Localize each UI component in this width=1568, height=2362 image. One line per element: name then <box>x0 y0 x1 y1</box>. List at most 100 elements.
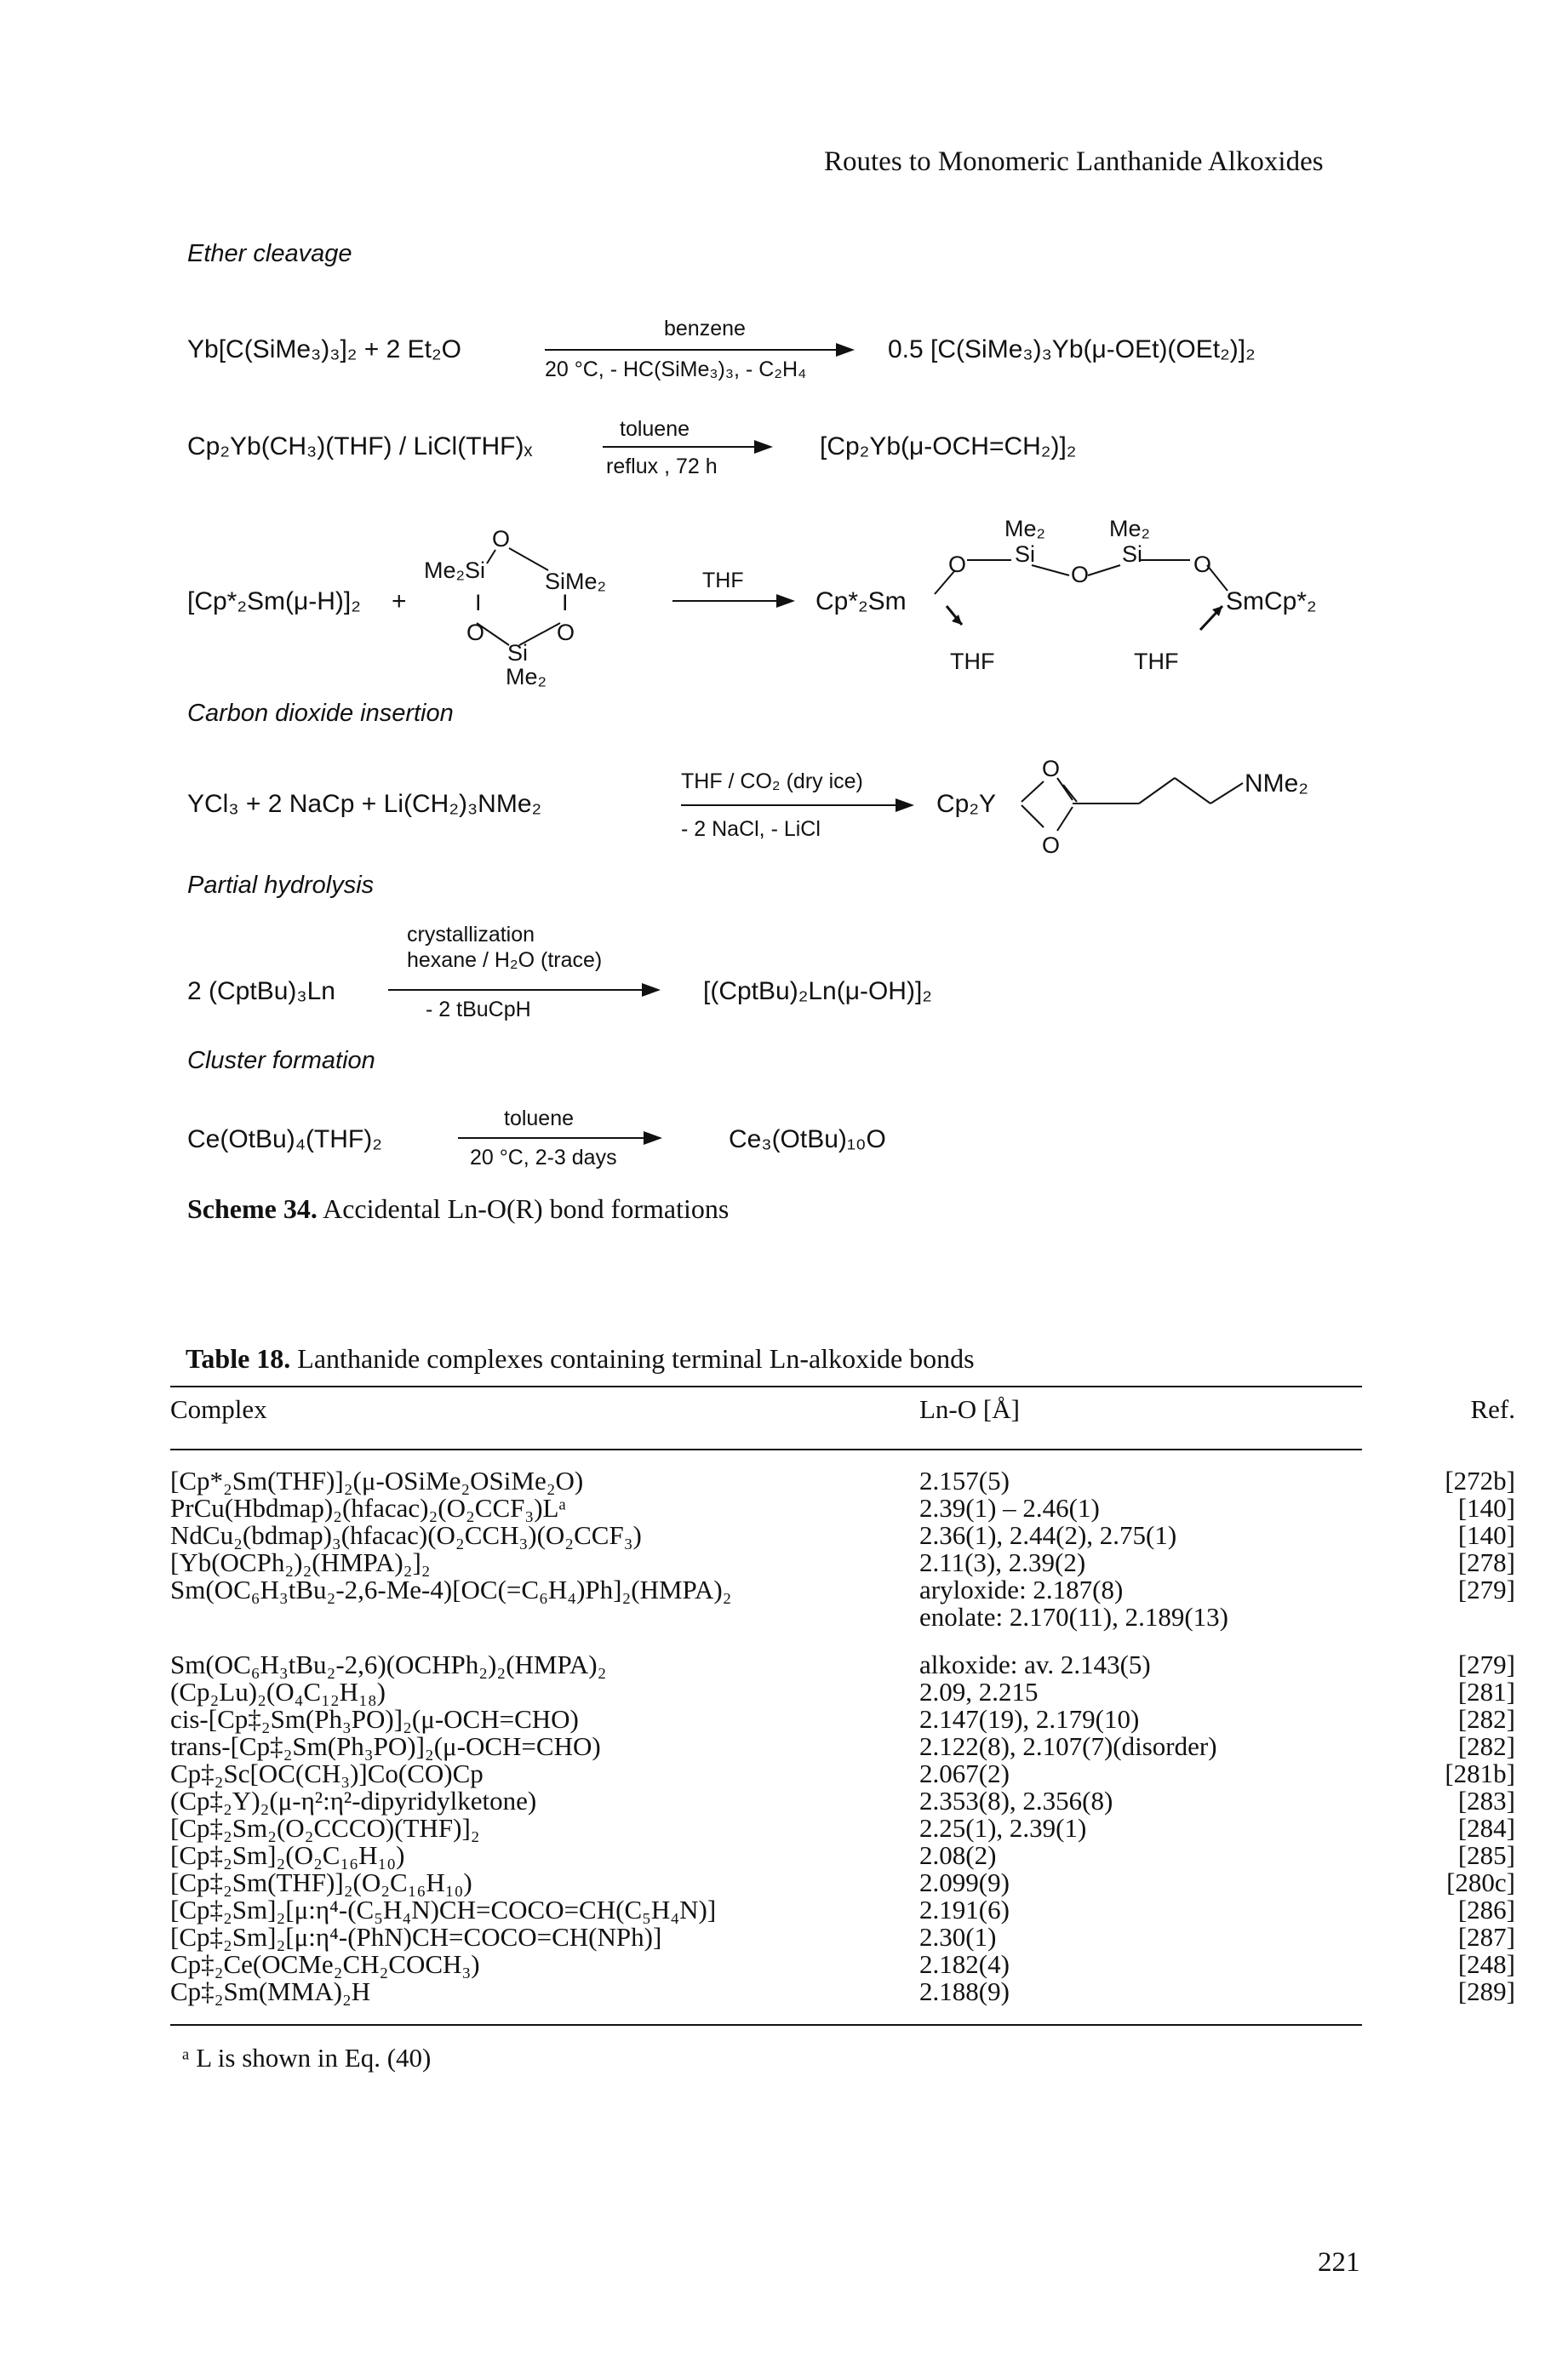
complex-cell: trans-[Cp‡₂Sm(Ph₃PO)]₂(μ-OCH=CHO) <box>170 1731 601 1761</box>
table-footnote: ᵃ L is shown in Eq. (40) <box>182 2043 432 2073</box>
section-ether-cleavage: Ether cleavage <box>187 240 352 267</box>
ref-cell: [286] <box>1457 1895 1515 1924</box>
r4-nme2: NMe₂ <box>1245 769 1308 798</box>
ref-cell: [284] <box>1457 1813 1515 1843</box>
ln-o-cell: 2.11(3), 2.39(2) <box>919 1547 1086 1577</box>
ln-o-cell: 2.08(2) <box>919 1840 997 1870</box>
ring-o-right: O <box>557 620 575 645</box>
r2-condition-below: reflux , 72 h <box>606 455 718 478</box>
product-si-b: Si <box>1122 541 1143 567</box>
table-header-row: Complex Ln-O [Å] Ref. <box>170 1396 1515 1447</box>
table-row: Cp‡₂Ce(OCMe₂CH₂COCH₃)2.182(4)[248] <box>170 1951 1515 1978</box>
table-caption-text: Lanthanide complexes containing terminal… <box>297 1343 975 1374</box>
table-row: [Cp*₂Sm(THF)]₂(μ-OSiMe₂OSiMe₂O)2.157(5)[… <box>170 1467 1515 1495</box>
r4-bonds <box>1021 777 1244 832</box>
ln-o-cell: 2.353(8), 2.356(8) <box>919 1786 1113 1816</box>
r4-o-top: O <box>1042 756 1061 781</box>
ref-cell: [283] <box>1457 1786 1515 1816</box>
table-row: Sm(OC₆H₃tBu₂-2,6-Me-4)[OC(=C₆H₄)Ph]₂(HMP… <box>170 1576 1515 1604</box>
product-o-b: O <box>1071 562 1090 587</box>
r3-plus: + <box>392 587 407 615</box>
ref-cell: [282] <box>1457 1704 1515 1734</box>
ln-o-cell: 2.39(1) – 2.46(1) <box>919 1493 1100 1523</box>
r4-cp2y: Cp₂Y <box>936 790 997 818</box>
r1-product: 0.5 [C(SiMe₃)₃Yb(μ-OEt)(OEt₂)]₂ <box>888 335 1256 363</box>
table-caption: Table 18. Lanthanide complexes containin… <box>186 1343 975 1375</box>
ln-o-cell: 2.147(19), 2.179(10) <box>919 1704 1140 1734</box>
product-o-c: O <box>1193 552 1212 577</box>
complex-cell: [Cp‡₂Sm]₂[μ:η⁴-(C₅H₄N)CH=COCO=CH(C₅H₄N)] <box>170 1895 717 1924</box>
table-top-rule <box>170 1386 1362 1387</box>
ref-cell: [140] <box>1457 1493 1515 1523</box>
complex-cell: Sm(OC₆H₃tBu₂-2,6)(OCHPh₂)₂(HMPA)₂ <box>170 1650 607 1679</box>
ring-sime2: SiMe₂ <box>545 569 606 594</box>
ref-cell: [280c] <box>1446 1867 1515 1897</box>
r2-arrow <box>603 440 773 454</box>
table-row: enolate: 2.170(11), 2.189(13) <box>170 1604 1515 1631</box>
r3-condition-above: THF <box>702 569 744 592</box>
r5-condition-above-2: hexane / H₂O (trace) <box>407 948 603 972</box>
section-co2-insertion: Carbon dioxide insertion <box>187 700 454 727</box>
r1-condition-below: 20 °C, - HC(SiMe₃)₃, - C₂H₄ <box>545 357 807 381</box>
ring-si-bottom: Si <box>507 640 529 666</box>
ref-cell: [272b] <box>1445 1466 1515 1496</box>
ref-cell: [279] <box>1457 1650 1515 1679</box>
product-si-a: Si <box>1015 541 1036 567</box>
complex-cell: PrCu(Hbdmap)₂(hfacac)₂(O₂CCF₃)Lᵃ <box>170 1493 566 1523</box>
r4-condition-above: THF / CO₂ (dry ice) <box>681 769 863 793</box>
ln-o-cell: aryloxide: 2.187(8) <box>919 1575 1124 1604</box>
header-ref: Ref. <box>1470 1394 1515 1424</box>
ln-o-cell: 2.25(1), 2.39(1) <box>919 1813 1087 1843</box>
r6-reactants: Ce(OtBu)₄(THF)₂ <box>187 1125 382 1153</box>
r2-product: [Cp₂Yb(μ-OCH=CH₂)]₂ <box>820 432 1077 460</box>
table-row: cis-[Cp‡₂Sm(Ph₃PO)]₂(μ-OCH=CHO) 2.147(19)… <box>170 1706 1515 1733</box>
product-thf-right: THF <box>1134 649 1179 674</box>
complex-cell: [Cp‡₂Sm₂(O₂CCCO)(THF)]₂ <box>170 1813 480 1843</box>
ln-o-cell: 2.191(6) <box>919 1895 1010 1924</box>
complex-cell: Cp‡₂Sm(MMA)₂H <box>170 1976 371 2006</box>
table-caption-label: Table 18. <box>186 1343 291 1374</box>
r1-reactants: Yb[C(SiMe₃)₃]₂ + 2 Et₂O <box>187 335 461 363</box>
scheme-caption: Scheme 34. Accidental Ln-O(R) bond forma… <box>187 1193 729 1225</box>
ref-cell: [281b] <box>1445 1759 1515 1788</box>
section-partial-hydrolysis: Partial hydrolysis <box>187 872 375 899</box>
ring-bar-right: I <box>562 590 569 615</box>
ref-cell: [285] <box>1457 1840 1515 1870</box>
complex-cell: [Cp‡₂Sm(THF)]₂(O₂C₁₆H₁₀) <box>170 1867 472 1897</box>
table-row: trans-[Cp‡₂Sm(Ph₃PO)]₂(μ-OCH=CHO) 2.122(8… <box>170 1733 1515 1760</box>
table-row: [Cp‡₂Sm(THF)]₂(O₂C₁₆H₁₀)2.099(9)[280c] <box>170 1869 1515 1896</box>
ring-me2si: Me₂Si <box>424 558 485 583</box>
product-thf-left: THF <box>950 649 995 674</box>
complex-cell: NdCu₂(bdmap)₃(hfacac)(O₂CCH₃)(O₂CCF₃) <box>170 1520 642 1550</box>
r5-condition-below: - 2 tBuCpH <box>426 998 531 1021</box>
ref-cell: [282] <box>1457 1731 1515 1761</box>
r4-arrow <box>681 798 914 812</box>
table-row: [Cp‡₂Sm]₂[μ:η⁴-(PhN)CH=COCO=CH(NPh)]2.30… <box>170 1924 1515 1951</box>
header-ln-o: Ln-O [Å] <box>919 1394 1020 1424</box>
ln-o-cell: 2.09, 2.215 <box>919 1677 1039 1707</box>
complex-cell: (Cp₂Lu)₂(O₄C₁₂H₁₈) <box>170 1677 386 1707</box>
ring-o-top: O <box>492 526 511 552</box>
complex-cell: cis-[Cp‡₂Sm(Ph₃PO)]₂(μ-OCH=CHO) <box>170 1704 579 1734</box>
r6-condition-above: toluene <box>504 1107 575 1130</box>
complex-cell: Sm(OC₆H₃tBu₂-2,6-Me-4)[OC(=C₆H₄)Ph]₂(HMP… <box>170 1575 732 1604</box>
ln-o-cell: 2.182(4) <box>919 1949 1010 1979</box>
product-me2-b: Me₂ <box>1109 516 1150 541</box>
r5-arrow <box>388 983 661 997</box>
complex-cell: (Cp‡₂Y)₂(μ-η²:η²-dipyridylketone) <box>170 1786 537 1816</box>
table-row: (Cp‡₂Y)₂(μ-η²:η²-dipyridylketone) 2.353(8… <box>170 1787 1515 1815</box>
table-row: Sm(OC₆H₃tBu₂-2,6)(OCHPh₂)₂(HMPA)₂ alkoxid… <box>170 1651 1515 1679</box>
ln-o-cell: 2.122(8), 2.107(7)(disorder) <box>919 1731 1217 1761</box>
r5-reactants: 2 (CptBu)₃Ln <box>187 977 335 1005</box>
ref-cell: [289] <box>1457 1976 1515 2006</box>
table-row: PrCu(Hbdmap)₂(hfacac)₂(O₂CCF₃)Lᵃ 2.39(1) … <box>170 1495 1515 1522</box>
ref-cell <box>1285 1604 1515 1631</box>
table-row: [Cp‡₂Sm]₂[μ:η⁴-(C₅H₄N)CH=COCO=CH(C₅H₄N)]… <box>170 1896 1515 1924</box>
running-title: Routes to Monomeric Lanthanide Alkoxides <box>824 146 1324 177</box>
r4-o-bottom: O <box>1042 832 1061 858</box>
ln-o-cell: enolate: 2.170(11), 2.189(13) <box>919 1602 1229 1632</box>
ln-o-cell: alkoxide: av. 2.143(5) <box>919 1650 1151 1679</box>
complex-cell: [Cp‡₂Sm]₂(O₂C₁₆H₁₀) <box>170 1840 405 1870</box>
